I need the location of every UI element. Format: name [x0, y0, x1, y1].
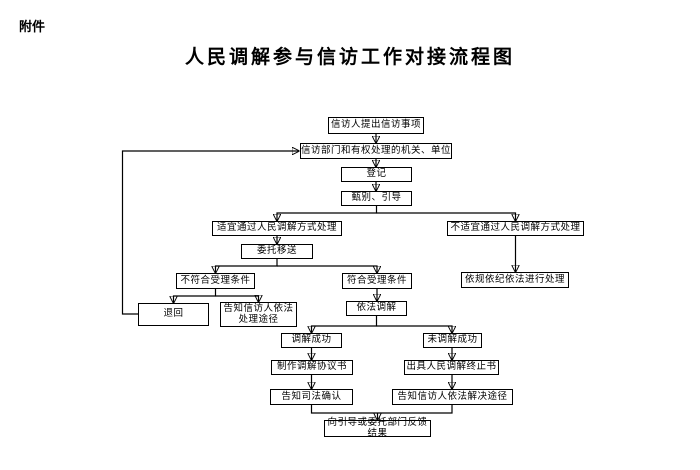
- flow-node-make-agreement: 制作调解协议书: [271, 360, 353, 375]
- flow-node-mediation-success: 调解成功: [281, 333, 342, 348]
- page-title: 人民调解参与信访工作对接流程图: [184, 47, 515, 68]
- flow-node-not-meet-conditions: 不符合受理条件: [176, 273, 255, 289]
- flow-node-mediate-by-law: 依法调解: [346, 301, 407, 316]
- flow-node-petition-dept: 信访部门和有权处理的机关、单位: [300, 143, 452, 159]
- edge-entrust-meet: [277, 265, 377, 273]
- flow-node-issue-termination: 出具人民调解终止书: [404, 360, 499, 375]
- flow-node-unsuitable-mediation: 不适宜通过人民调解方式处理: [447, 221, 584, 236]
- flow-node-inform-handling-channel: 告知信访人依法处理途径: [220, 302, 297, 327]
- flow-node-mediation-fail: 未调解成功: [423, 333, 482, 348]
- edge-entrust-notmeet: [216, 259, 278, 273]
- flow-node-entrust-transfer: 委托移送: [241, 244, 313, 259]
- edge-notmeet-return: [174, 289, 217, 303]
- attachment-label: 附件: [19, 19, 46, 34]
- flow-node-feedback-result: 向引导或委托部门反馈结果: [324, 418, 431, 439]
- flow-node-suitable-mediation: 适宜通过人民调解方式处理: [212, 221, 342, 236]
- flow-node-meet-conditions: 符合受理条件: [342, 273, 412, 289]
- edge-mediate-success: [312, 316, 378, 333]
- flow-node-inform-resolution-channel: 告知信访人依法解决途径: [392, 389, 513, 405]
- flow-node-register: 登记: [341, 167, 412, 182]
- flow-node-return: 退回: [138, 303, 209, 326]
- edge-notmeet-inform: [215, 296, 259, 302]
- edge-return-loop: [121, 151, 299, 315]
- edge-mediate-fail: [376, 325, 453, 333]
- edge-screen-unsuitable: [376, 212, 516, 221]
- edge-merge-line: [310, 405, 453, 414]
- edge-screen-suitable: [277, 206, 378, 221]
- flow-node-inform-judicial-confirm: 告知司法确认: [270, 389, 353, 405]
- flow-node-handle-by-law: 依规依纪依法进行处理: [461, 272, 569, 288]
- flow-node-screen-guide: 甄别、引导: [341, 191, 412, 206]
- flow-node-petition-submit: 信访人提出信访事项: [328, 117, 424, 134]
